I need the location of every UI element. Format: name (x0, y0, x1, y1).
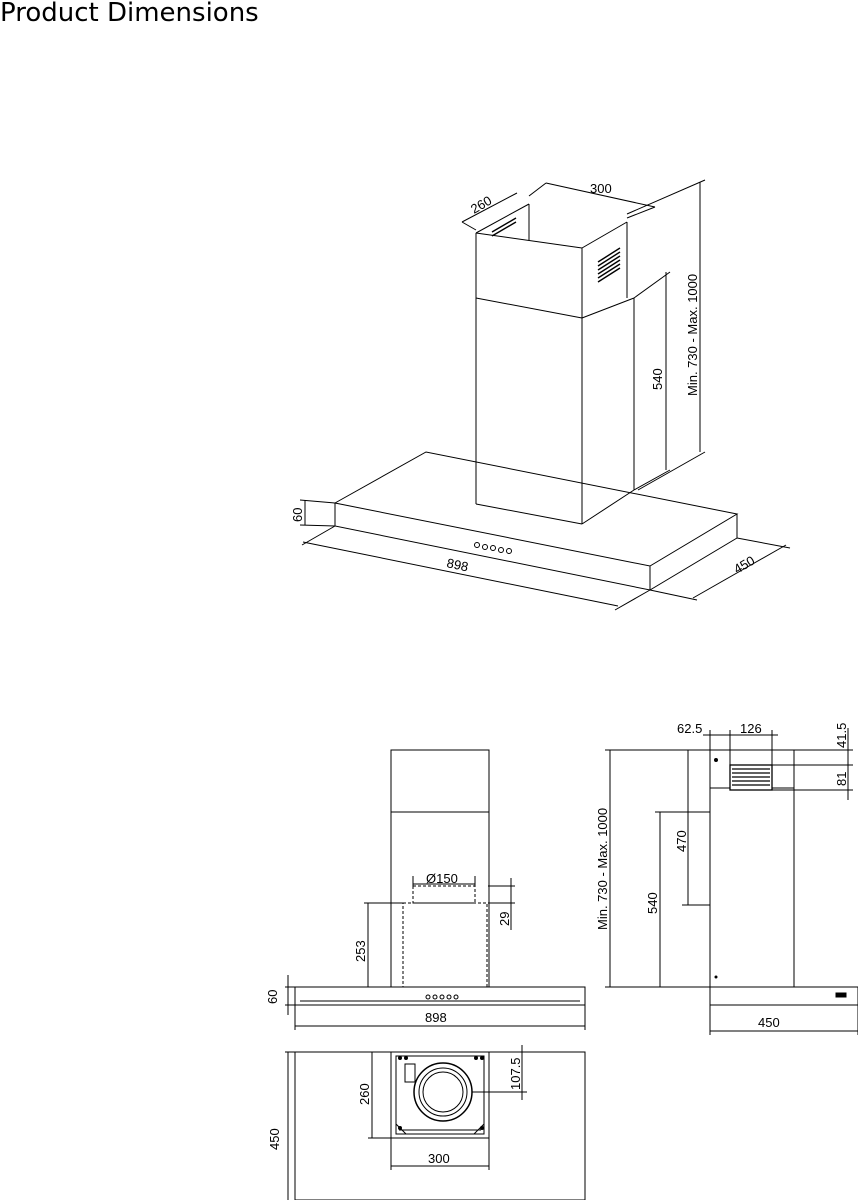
side-view (605, 728, 858, 1035)
iso-dim-300: 300 (590, 181, 612, 196)
side-dim-450: 450 (758, 1015, 780, 1030)
isometric-view (299, 179, 791, 611)
top-dim-300: 300 (428, 1151, 450, 1166)
iso-dim-450: 450 (731, 553, 757, 577)
side-dim-540: 540 (645, 892, 660, 914)
side-dim-470: 470 (674, 830, 689, 852)
top-labels: 107.5 260 450 300 (267, 1057, 523, 1166)
front-dim-phi150: Ø150 (426, 871, 458, 886)
iso-dim-260: 260 (468, 193, 494, 217)
side-dim-62-5: 62.5 (677, 721, 702, 736)
front-dim-29: 29 (497, 912, 512, 926)
iso-dim-60: 60 (290, 508, 305, 522)
isometric-labels: 260 300 540 Min. 730 - Max. 1000 60 898 … (290, 181, 757, 577)
front-labels: Ø150 29 253 60 898 (265, 871, 512, 1025)
side-dim-126: 126 (740, 721, 762, 736)
page-title: Product Dimensions (0, 0, 259, 28)
top-dim-260: 260 (357, 1083, 372, 1105)
front-dim-898: 898 (425, 1010, 447, 1025)
top-dim-107-5: 107.5 (508, 1057, 523, 1090)
iso-dim-range: Min. 730 - Max. 1000 (685, 274, 700, 396)
side-dim-81: 81 (834, 772, 849, 786)
iso-dim-898: 898 (445, 555, 469, 574)
front-dim-60: 60 (265, 990, 280, 1004)
top-dim-450: 450 (267, 1128, 282, 1150)
side-dim-41-5: 41.5 (834, 723, 849, 748)
iso-dim-540: 540 (650, 368, 665, 390)
top-view (285, 1045, 586, 1200)
front-view (285, 749, 586, 1030)
front-dim-253: 253 (353, 940, 368, 962)
side-dim-range: Min. 730 - Max. 1000 (595, 808, 610, 930)
side-labels: 62.5 126 41.5 81 Min. 730 - Max. 1000 47… (595, 721, 849, 1030)
